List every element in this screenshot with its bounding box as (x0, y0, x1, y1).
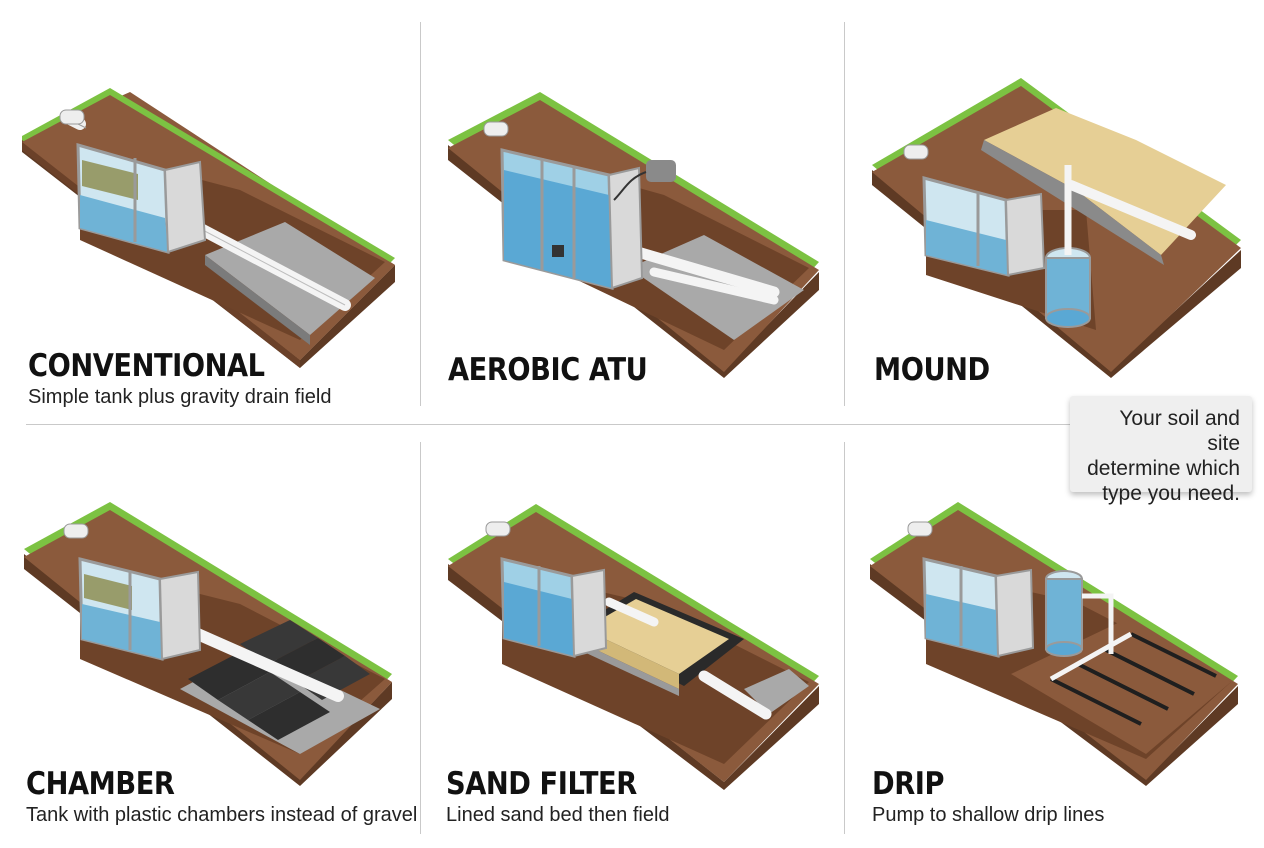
divider-vertical-2 (844, 22, 845, 406)
aerobic-atu-illustration (448, 92, 819, 378)
drip-illustration (870, 502, 1238, 786)
sand-bed (584, 599, 729, 674)
chamber-illustration (24, 502, 392, 786)
system-title: CHAMBER (26, 766, 175, 802)
panel-aerobic-atu: AEROBIC ATU (424, 0, 844, 420)
system-subtitle: Lined sand bed then field (446, 804, 670, 826)
site-note-callout: Your soil and site determine which type … (1070, 396, 1252, 505)
panel-chamber: CHAMBER Tank with plastic chambers inste… (0, 424, 420, 844)
callout-line: type you need. (1102, 482, 1240, 505)
system-title: SAND FILTER (446, 766, 637, 802)
sand-filter-illustration (448, 504, 819, 790)
divider-vertical-3 (420, 442, 421, 834)
panel-drip: DRIP Pump to shallow drip lines (846, 424, 1264, 844)
system-title: DRIP (872, 766, 945, 802)
sand-mound (984, 108, 1226, 255)
system-title: MOUND (874, 352, 990, 388)
drip-lines (1049, 631, 1217, 726)
divider-horizontal (26, 424, 1238, 425)
system-subtitle: Simple tank plus gravity drain field (28, 386, 332, 408)
conventional-illustration (22, 88, 395, 368)
system-subtitle: Pump to shallow drip lines (872, 804, 1105, 826)
aerator-unit (646, 160, 676, 182)
system-subtitle: Tank with plastic chambers instead of gr… (26, 804, 418, 826)
callout-line: Your soil and site (1119, 407, 1240, 455)
mound-illustration (872, 78, 1241, 378)
system-title: AEROBIC ATU (448, 352, 648, 388)
panel-mound: MOUND (846, 0, 1264, 420)
panel-conventional: CONVENTIONAL Simple tank plus gravity dr… (0, 0, 420, 420)
divider-vertical-4 (844, 442, 845, 834)
panel-sand-filter: SAND FILTER Lined sand bed then field (424, 424, 844, 844)
system-title: CONVENTIONAL (28, 348, 265, 384)
divider-vertical-1 (420, 22, 421, 406)
callout-line: determine which (1087, 457, 1240, 480)
